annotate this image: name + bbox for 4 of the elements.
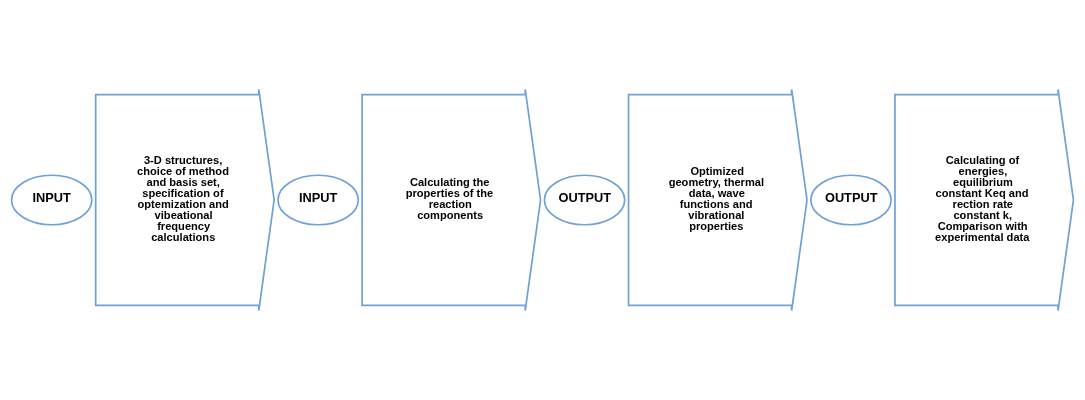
node-ellipse: INPUT xyxy=(10,174,93,226)
node-ellipse: OUTPUT xyxy=(543,174,626,226)
node-ellipse: INPUT xyxy=(277,174,360,226)
node-ellipse: OUTPUT xyxy=(810,174,892,226)
